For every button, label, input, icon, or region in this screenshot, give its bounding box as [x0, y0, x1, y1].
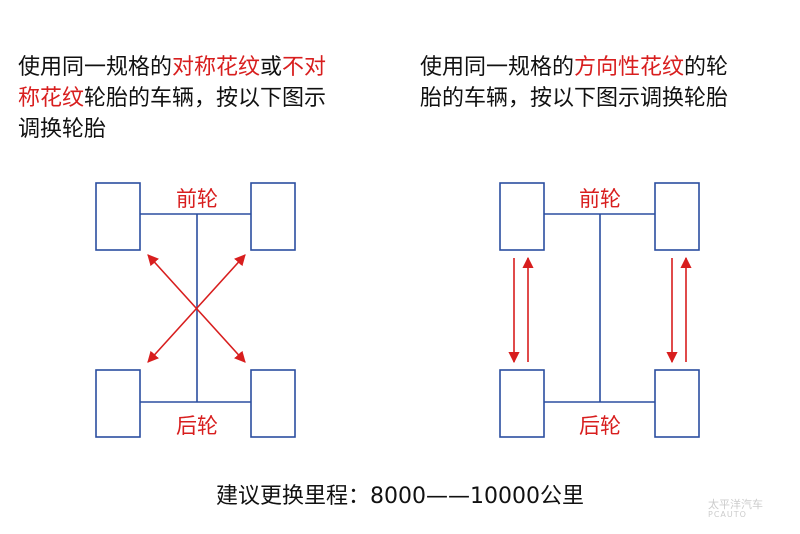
rear-label: 后轮: [176, 414, 218, 438]
tire-front-left: [499, 182, 545, 251]
directional-rotation-diagram: [499, 182, 700, 438]
text-segment: 使用同一规格的: [420, 55, 575, 80]
text-segment: 调换轮胎: [18, 117, 107, 142]
tire-front-right: [250, 182, 296, 251]
text-segment: 胎的车辆，按以下图示调换轮胎: [420, 86, 729, 111]
highlight-asymmetric-2: 称花纹: [18, 86, 85, 111]
tire-rear-right: [250, 369, 296, 438]
cross-arrows: [147, 254, 246, 363]
arrow-diagonal: [147, 254, 246, 363]
text-segment: 轮胎的车辆，按以下图示: [84, 86, 327, 111]
highlight-symmetric: 对称花纹: [172, 55, 261, 80]
tire-rear-right: [654, 369, 700, 438]
tire-rear-left: [499, 369, 545, 438]
text-segment: 或: [260, 55, 283, 80]
watermark-en: PCAUTO: [708, 510, 747, 519]
watermark-logo: 太平洋汽车 PCAUTO: [708, 498, 763, 520]
left-description: 使用同一规格的对称花纹或不对称花纹轮胎的车辆，按以下图示调换轮胎: [18, 52, 388, 145]
text-segment: 的轮: [684, 55, 729, 80]
right-description: 使用同一规格的方向性花纹的轮胎的车辆，按以下图示调换轮胎: [420, 52, 800, 114]
rear-label: 后轮: [579, 414, 621, 438]
tire-front-right: [654, 182, 700, 251]
watermark-cn: 太平洋汽车: [708, 498, 763, 511]
vertical-arrows: [508, 256, 692, 364]
front-label: 前轮: [579, 187, 621, 211]
front-label: 前轮: [176, 187, 218, 211]
tire-rear-left: [95, 369, 141, 438]
cross-rotation-diagram: [95, 182, 296, 438]
highlight-directional: 方向性花纹: [574, 55, 685, 80]
text-segment: 使用同一规格的: [18, 55, 173, 80]
tire-front-left: [95, 182, 141, 251]
recommended-mileage: 建议更换里程：8000——10000公里: [216, 484, 584, 509]
axle-frame: [544, 213, 655, 403]
highlight-asymmetric: 不对: [282, 55, 327, 80]
